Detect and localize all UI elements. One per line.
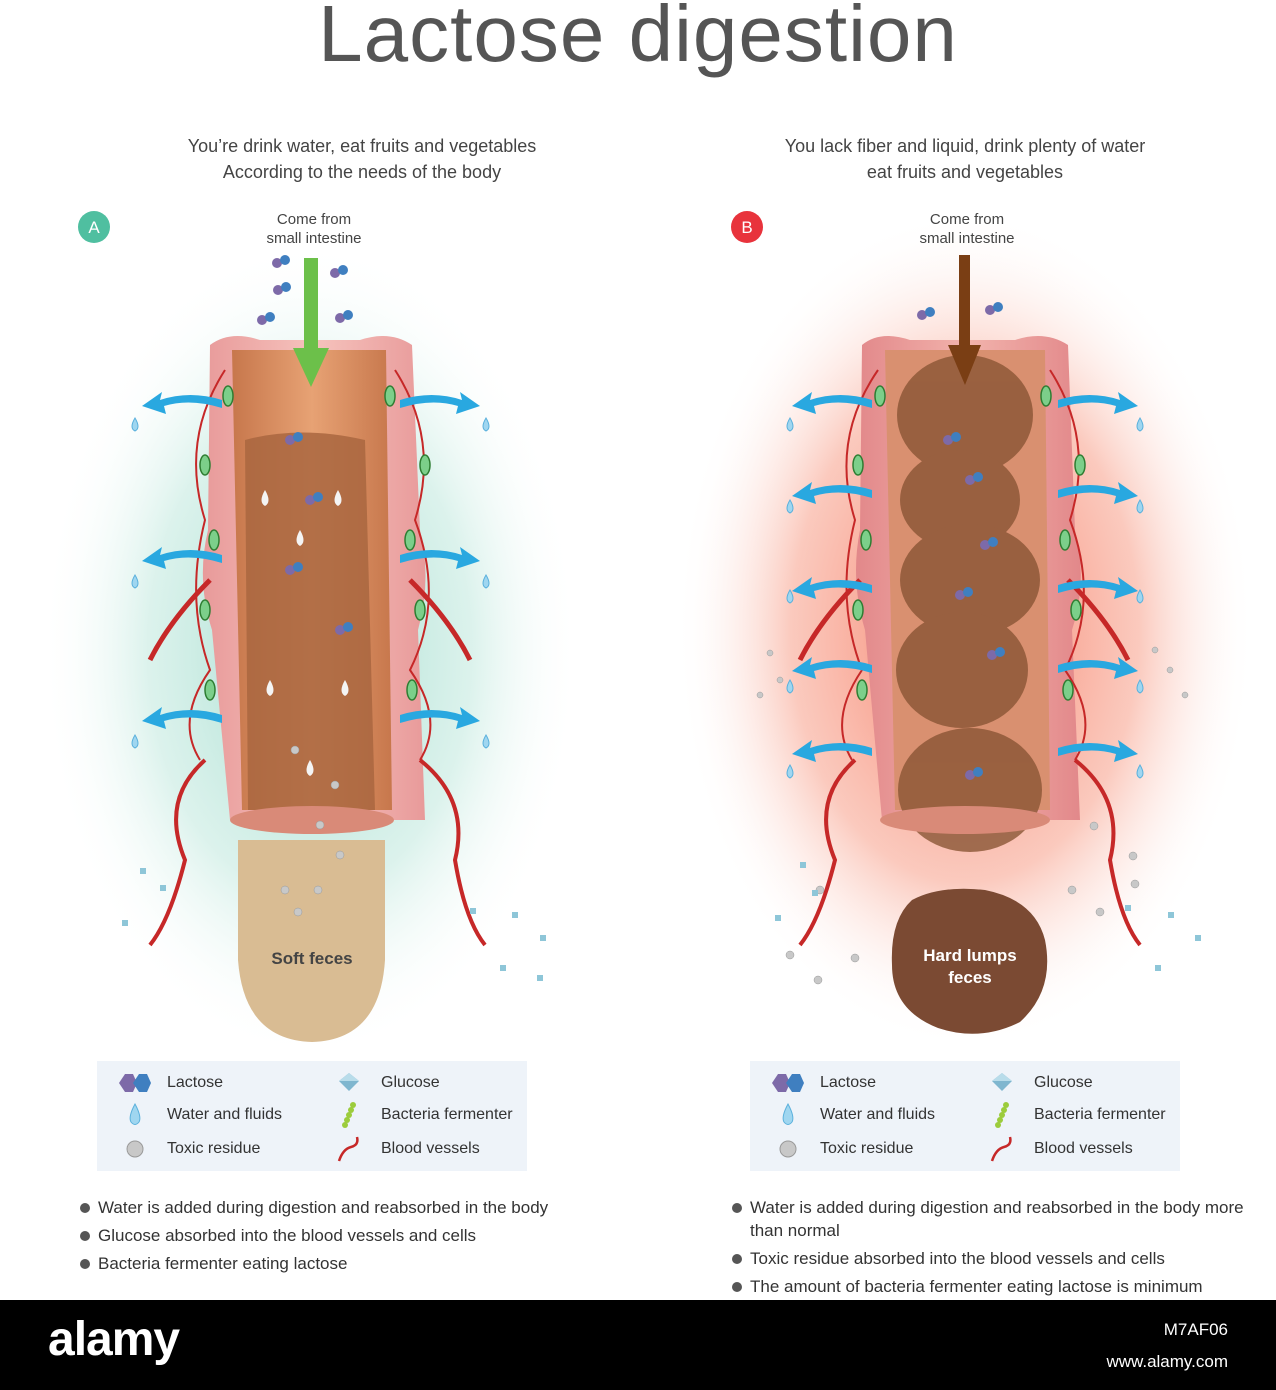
panel-b-toxic-residue <box>756 646 1189 985</box>
panel-a-illustration: A Come from small intestine Soft feces <box>40 211 580 1050</box>
page-title: Lactose digestion <box>318 0 958 78</box>
footer-image-id: M7AF06 <box>1163 1320 1228 1339</box>
panel-a-soft-feces <box>238 840 385 1042</box>
panel-b-badge-circle <box>731 211 763 243</box>
legend-label-toxic: Toxic residue <box>820 1140 914 1157</box>
lactose-icon <box>119 1074 151 1092</box>
panel-a-lumen <box>245 432 375 810</box>
panel-a-outside-drops <box>131 417 490 749</box>
panel-b-subtitle-line1: You lack fiber and liquid, drink plenty … <box>784 136 1146 156</box>
toxic-residue-icon <box>126 1140 144 1158</box>
bacteria-icon <box>342 1102 356 1128</box>
panel-a-bacteria-cells <box>199 385 431 701</box>
footer-bar: alamy M7AF06 www.alamy.com <box>0 1300 1276 1390</box>
legend-label-lactose: Lactose <box>167 1074 224 1091</box>
panel-b-water-arrows <box>792 392 1138 762</box>
legend-item-glucose: Glucose <box>982 1069 1093 1097</box>
panel-a-arrow-shaft <box>304 258 318 353</box>
panel-b-subtitle: You lack fiber and liquid, drink plenty … <box>705 133 1225 185</box>
panel-b-glucose-cubes <box>775 862 1201 971</box>
legend-item-lactose: Lactose <box>768 1069 876 1097</box>
panel-b-bullets: Water is added during digestion and reab… <box>732 1196 1262 1303</box>
panel-a-legend: Lactose Glucose Water and fluids Bacteri… <box>97 1061 527 1171</box>
lactose-icon <box>772 1074 804 1092</box>
panel-a-source-line2: small intestine <box>266 230 361 247</box>
legend-label-bacteria: Bacteria fermenter <box>1034 1106 1166 1123</box>
panel-a-bullet: Bacteria fermenter eating lactose <box>80 1252 620 1275</box>
panel-a-inside-drops <box>261 490 349 776</box>
blood-vessel-icon <box>990 1136 1012 1162</box>
legend-item-toxic: Toxic residue <box>768 1135 913 1163</box>
panel-a-subtitle: You’re drink water, eat fruits and veget… <box>102 133 622 185</box>
panel-b-source-line1: Come from <box>930 211 1004 228</box>
panel-b-hard-feces <box>891 888 1048 1034</box>
legend-item-water: Water and fluids <box>115 1101 282 1129</box>
legend-item-blood: Blood vessels <box>329 1135 480 1163</box>
footer-logo: alamy <box>48 1313 180 1366</box>
water-drop-icon <box>129 1102 141 1125</box>
panel-a-output-label: Soft feces <box>271 949 352 968</box>
panel-b-outside-drops <box>786 417 1144 779</box>
panel-b-bullet: Water is added during digestion and reab… <box>732 1196 1262 1242</box>
panel-b-bullet: The amount of bacteria fermenter eating … <box>732 1275 1262 1298</box>
legend-item-water: Water and fluids <box>768 1101 935 1129</box>
legend-label-lactose: Lactose <box>820 1074 877 1091</box>
glucose-icon <box>992 1073 1012 1091</box>
legend-label-water: Water and fluids <box>167 1106 283 1123</box>
panel-b-badge: B <box>741 218 752 237</box>
panel-b-legend: Lactose Glucose Water and fluids Bacteri… <box>750 1061 1180 1171</box>
legend-label-blood: Blood vessels <box>1034 1140 1133 1157</box>
panel-b-subtitle-line2: eat fruits and vegetables <box>866 162 1064 182</box>
panel-a-subtitle-line2: According to the needs of the body <box>222 162 502 182</box>
panel-a-bullets: Water is added during digestion and reab… <box>80 1196 620 1280</box>
panel-a-badge: A <box>88 218 100 237</box>
panel-b-bacteria-cells <box>852 385 1086 701</box>
panel-b-bullet: Toxic residue absorbed into the blood ve… <box>732 1247 1262 1270</box>
panel-a-toxic-residue <box>280 745 345 917</box>
panel-a-water-arrows <box>142 392 480 729</box>
panel-a-bullet: Water is added during digestion and reab… <box>80 1196 620 1219</box>
panel-a-arrow-head <box>293 348 329 387</box>
toxic-residue-icon <box>779 1140 797 1158</box>
legend-item-bacteria: Bacteria fermenter <box>982 1101 1166 1129</box>
panel-b-output-label-line1: Hard lumps <box>923 946 1017 965</box>
blood-vessel-icon <box>337 1136 359 1162</box>
legend-item-glucose: Glucose <box>329 1069 440 1097</box>
footer-url: www.alamy.com <box>1106 1352 1228 1371</box>
panel-b-arrow-shaft <box>959 255 970 355</box>
legend-label-bacteria: Bacteria fermenter <box>381 1106 513 1123</box>
glucose-icon <box>339 1073 359 1091</box>
bacteria-icon <box>995 1102 1009 1128</box>
panel-a-badge-circle <box>78 211 110 243</box>
legend-label-water: Water and fluids <box>820 1106 936 1123</box>
legend-label-glucose: Glucose <box>381 1074 440 1091</box>
panel-a-glucose-cubes <box>122 868 546 981</box>
panel-b-lactose-molecules <box>917 302 1005 780</box>
legend-item-lactose: Lactose <box>115 1069 223 1097</box>
panel-a-lactose-molecules <box>257 255 353 635</box>
legend-label-blood: Blood vessels <box>381 1140 480 1157</box>
water-drop-icon <box>782 1102 794 1125</box>
panel-b-output-label-line2: feces <box>948 968 991 987</box>
legend-item-blood: Blood vessels <box>982 1135 1133 1163</box>
panel-a-bullet: Glucose absorbed into the blood vessels … <box>80 1224 620 1247</box>
panel-b-source-line2: small intestine <box>919 230 1014 247</box>
legend-label-glucose: Glucose <box>1034 1074 1093 1091</box>
legend-label-toxic: Toxic residue <box>167 1140 261 1157</box>
panel-a-source-line1: Come from <box>277 211 351 228</box>
panel-b-arrow-head <box>948 345 981 385</box>
legend-item-bacteria: Bacteria fermenter <box>329 1101 513 1129</box>
legend-item-toxic: Toxic residue <box>115 1135 260 1163</box>
panel-b-illustration: B Come from small intestine Hard lumps f… <box>675 210 1255 1050</box>
panel-a-subtitle-line1: You’re drink water, eat fruits and veget… <box>187 136 537 156</box>
